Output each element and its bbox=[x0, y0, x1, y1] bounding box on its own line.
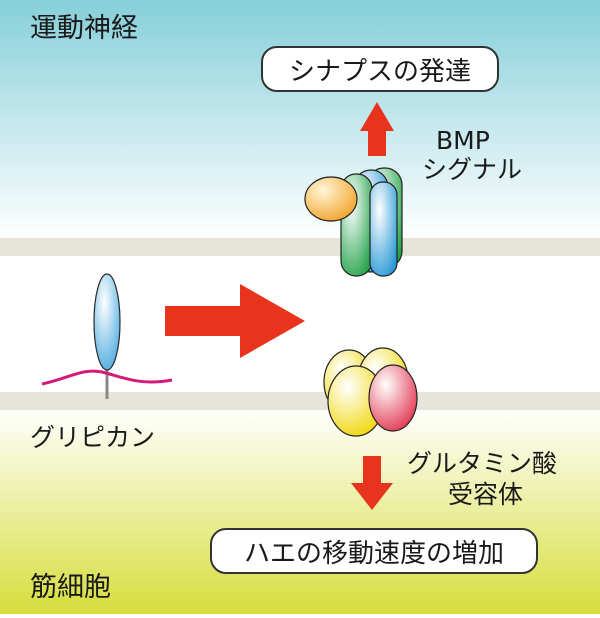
muscle-membrane bbox=[0, 392, 600, 410]
motor-neuron-label: 運動神経 bbox=[30, 13, 138, 44]
up-arrow bbox=[360, 102, 394, 156]
motor-neuron-region bbox=[0, 0, 600, 238]
glutamate-label: グルタミン酸 bbox=[407, 449, 558, 478]
receptor-label: 受容体 bbox=[448, 480, 524, 509]
glu-subunit-front-right bbox=[368, 364, 418, 432]
signal-label: シグナル bbox=[422, 155, 523, 184]
glypican-chain bbox=[41, 369, 173, 386]
down-arrow bbox=[351, 456, 393, 510]
bmp-ligand bbox=[304, 176, 358, 222]
muscle-cell-region bbox=[0, 408, 600, 614]
glypican-core bbox=[93, 273, 121, 371]
muscle-cell-label: 筋細胞 bbox=[30, 572, 111, 603]
bmp-label: BMP bbox=[436, 126, 490, 155]
synapse-development-box: シナプスの発達 bbox=[261, 46, 499, 92]
main-arrow bbox=[165, 284, 305, 358]
glypican-label: グリピカン bbox=[30, 423, 156, 452]
glutamate-receptor bbox=[323, 347, 418, 437]
receptor-blue-front bbox=[369, 181, 398, 277]
bmp-receptor-complex bbox=[304, 167, 403, 277]
neuron-membrane bbox=[0, 238, 600, 256]
fly-movement-box: ハエの移動速度の増加 bbox=[210, 528, 538, 574]
